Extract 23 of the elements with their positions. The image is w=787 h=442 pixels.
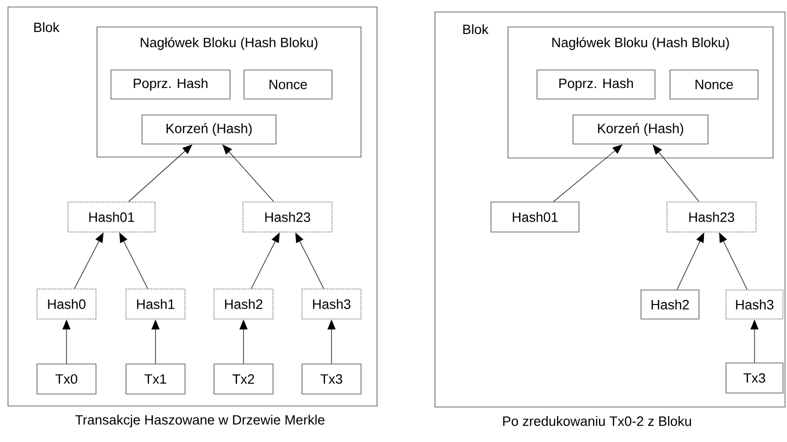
hash-box: Hash23	[666, 202, 756, 232]
hash-box: Tx3	[302, 364, 362, 394]
hash-box: Hash1	[126, 288, 186, 320]
hash-box: Hash2	[640, 290, 700, 320]
hash-box: Korzeń (Hash)	[142, 114, 276, 144]
hash-box: Korzeń (Hash)	[572, 114, 708, 144]
node-label: Po zredukowaniu Tx0-2 z Bloku	[503, 416, 691, 426]
hash-box: Poprz. Hash	[536, 70, 656, 100]
hash-box: Hash01	[490, 202, 580, 232]
hash-box: Hash3	[302, 288, 362, 320]
hash-box: Nonce	[670, 70, 758, 100]
hash-box: Tx1	[126, 364, 186, 394]
hash-box: Hash2	[214, 288, 274, 320]
hash-box: Tx3	[726, 362, 784, 394]
hash-box: Hash01	[68, 202, 156, 232]
hash-box: Poprz. Hash	[110, 70, 230, 100]
node-label: Transakcje Haszowane w Drzewie Merkle	[75, 414, 324, 428]
hash-box: Nonce	[244, 70, 332, 100]
hash-box: Hash0	[36, 288, 96, 320]
hash-box: Tx0	[36, 364, 96, 394]
hash-box: Hash3	[726, 290, 784, 320]
hash-box: Hash23	[242, 202, 332, 232]
hash-box: Tx2	[214, 364, 274, 394]
